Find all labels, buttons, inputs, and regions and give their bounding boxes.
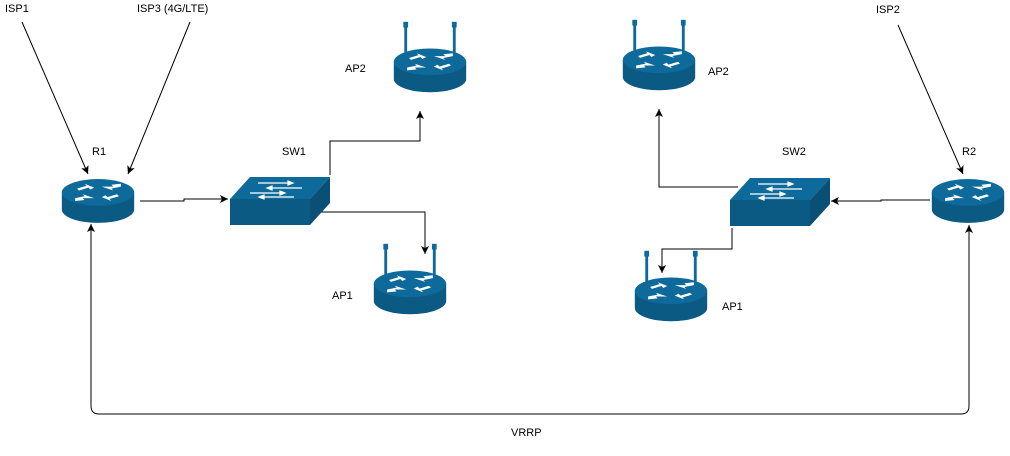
access-point-left-ap1[interactable] (373, 243, 447, 315)
switch-sw2[interactable] (729, 177, 831, 227)
router-r1[interactable] (61, 179, 135, 223)
label-r1: R1 (92, 146, 107, 158)
access-point-left-ap2[interactable] (393, 21, 467, 93)
edge-sw1-left-ap2 (329, 111, 424, 175)
label-isp2: ISP2 (876, 4, 900, 16)
label-sw2: SW2 (782, 146, 806, 158)
label-right-ap2: AP2 (708, 66, 729, 78)
connections (21, 21, 973, 415)
label-sw1: SW1 (282, 146, 306, 158)
edge-vrrp (87, 224, 970, 415)
label-r2: R2 (962, 146, 977, 158)
label-vrrp: VRRP (511, 427, 542, 439)
edge-sw2-right-ap2 (655, 109, 738, 188)
edge-r1-sw1 (140, 195, 228, 203)
router-r2[interactable] (931, 179, 1005, 223)
label-isp1: ISP1 (5, 3, 29, 15)
access-point-right-ap1[interactable] (634, 250, 708, 322)
edge-sw1-left-ap1 (318, 211, 429, 254)
edge-r2-sw2 (831, 197, 930, 205)
edge-isp3-r1 (127, 21, 191, 175)
edge-isp1-r1 (21, 21, 89, 175)
label-left-ap2: AP2 (345, 63, 366, 75)
label-isp3: ISP3 (4G/LTE) (137, 3, 209, 15)
switch-sw1[interactable] (229, 176, 331, 226)
edge-isp2-r2 (897, 24, 964, 175)
access-point-right-ap2[interactable] (622, 19, 696, 91)
label-left-ap1: AP1 (332, 290, 353, 302)
label-right-ap1: AP1 (722, 301, 743, 313)
edge-sw2-right-ap1 (658, 228, 733, 273)
